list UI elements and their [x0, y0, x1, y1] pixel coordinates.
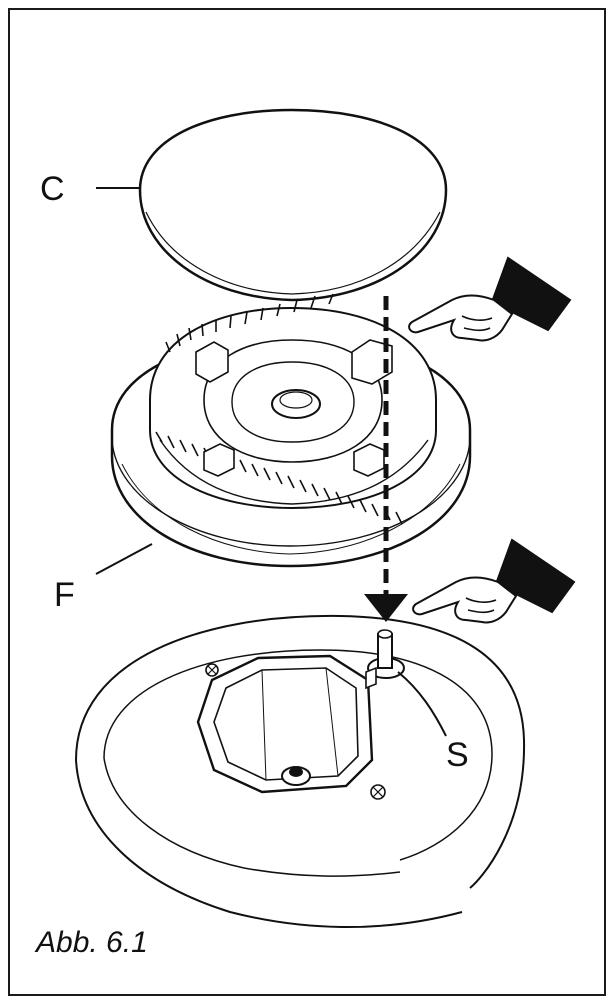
down-arrow-icon [364, 594, 408, 622]
pointing-hand-icon [412, 538, 576, 624]
label-s: S [446, 736, 469, 774]
label-f: F [54, 576, 75, 614]
pointing-hand-icon [408, 256, 572, 342]
leader-line-f [95, 543, 153, 575]
burner-cap [138, 108, 448, 302]
burner-base [75, 614, 526, 928]
flame-spreader [110, 293, 472, 568]
leader-line-s [397, 671, 447, 737]
spark-plug [365, 629, 405, 690]
figure-caption: Abb. 6.1 [36, 926, 148, 959]
label-c: C [40, 170, 65, 208]
